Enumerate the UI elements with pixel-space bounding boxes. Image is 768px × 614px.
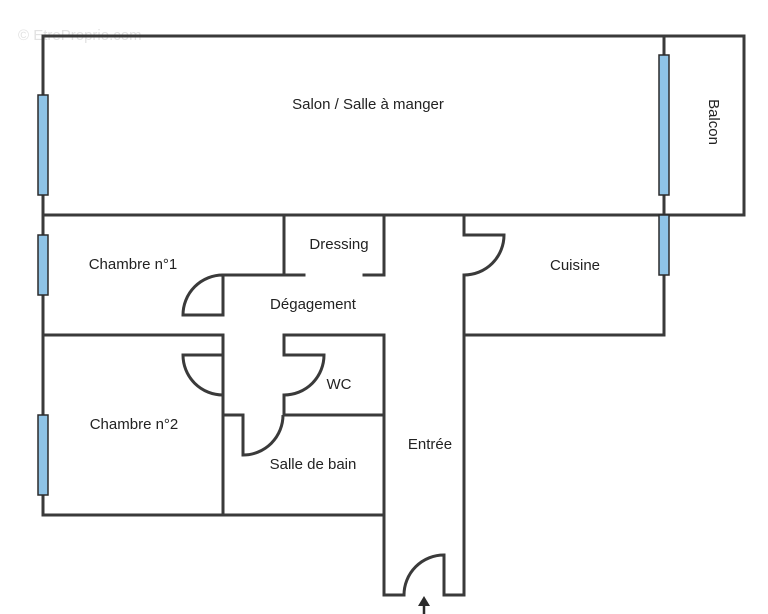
door-salle-de-bain [241,414,285,457]
window-cuisine [658,214,670,276]
window-chambre2 [37,414,49,496]
room-labels: Salon / Salle à manger Balcon Chambre n°… [89,96,722,473]
doors [181,233,506,596]
room-label-entree: Entrée [408,436,452,453]
room-label-degagement: Dégagement [270,296,357,313]
room-label-chambre1: Chambre n°1 [89,256,178,273]
windows [37,54,670,496]
window-salon-left [37,94,49,196]
window-salon-right [658,54,670,196]
room-label-cuisine: Cuisine [550,257,600,274]
room-label-salle-de-bain: Salle de bain [270,456,357,473]
door-cuisine [463,233,506,277]
room-label-salon: Salon / Salle à manger [292,96,444,113]
room-label-dressing: Dressing [309,236,368,253]
door-entree [402,553,446,596]
window-chambre1 [37,234,49,296]
room-label-balcon: Balcon [705,99,722,145]
door-chambre2 [181,353,225,397]
walls [41,34,746,597]
room-label-wc: WC [327,376,352,393]
room-label-chambre2: Chambre n°2 [90,416,179,433]
door-chambre1 [181,273,225,317]
entrance-arrow-icon [418,596,430,614]
door-wc [283,353,326,397]
